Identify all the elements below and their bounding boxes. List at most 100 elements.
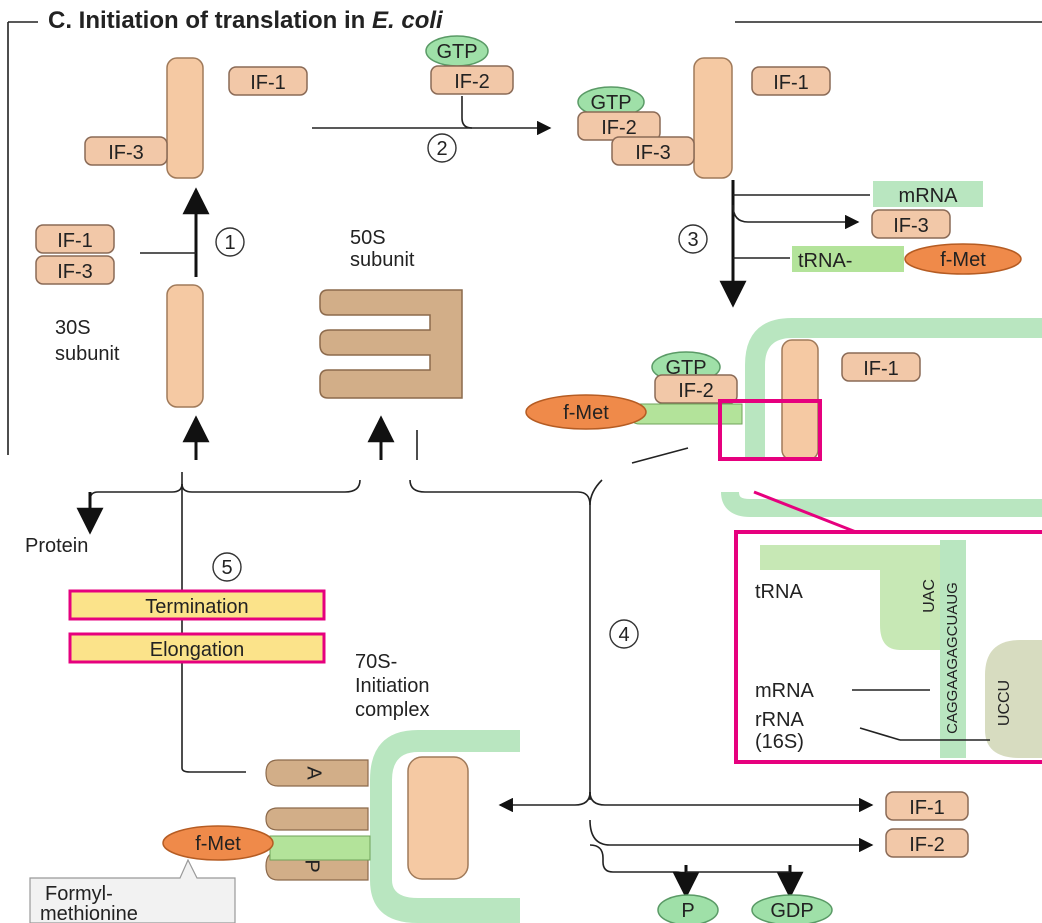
- elongation-label: Elongation: [150, 639, 245, 661]
- arrow-if1-release: [589, 791, 874, 813]
- step3-circle: [678, 224, 708, 254]
- mrna-box: [873, 181, 983, 207]
- if3-release-arrow: [732, 204, 860, 230]
- inset-anticodon: UAC: [921, 579, 938, 613]
- subunit50-line2: subunit: [350, 249, 415, 271]
- if2-box-mid: [654, 374, 738, 404]
- formyl-line1: Formyl-: [45, 883, 113, 905]
- step4-circle: [609, 619, 639, 649]
- if1-box-release: [885, 791, 969, 821]
- inset-rrna-seq: UCCU: [996, 680, 1013, 726]
- protein-path: [89, 483, 183, 532]
- subunit-30s: [166, 284, 204, 408]
- if1-box-left: [35, 224, 115, 254]
- step5-circle: [212, 552, 242, 582]
- gtp-label-top: GTP: [436, 41, 477, 63]
- complex70-line3: complex: [355, 699, 429, 721]
- subunit-50s-green-mid: [745, 318, 1042, 460]
- complex70-line1: 70S-: [355, 651, 397, 673]
- inset-rrna-label-2: (16S): [755, 731, 804, 753]
- if3-label-right: IF-3: [635, 142, 671, 164]
- inset-mrna-seq: CAGGAAGAGCUAUG: [944, 582, 961, 734]
- formyl-callout: [29, 858, 236, 923]
- gtp-label-right: GTP: [590, 92, 631, 114]
- termination-label: Termination: [145, 596, 248, 618]
- a-site-label: A: [303, 766, 325, 780]
- top-return-right-hook: [589, 479, 603, 506]
- step2-branch: [461, 96, 473, 129]
- if3-box-release: [871, 209, 951, 239]
- step1-circle: [215, 227, 245, 257]
- if1-box-mid: [841, 352, 921, 382]
- gtp-label-mid: GTP: [665, 357, 706, 379]
- subunit-30s-top: [166, 57, 204, 179]
- elongation-box: [68, 632, 326, 664]
- if3-box-top: [84, 136, 168, 166]
- inset-rrna: [985, 640, 1042, 758]
- if1-label-right: IF-1: [773, 72, 809, 94]
- gdp-ellipse: [751, 894, 833, 923]
- subunit50-line1: 50S: [350, 227, 386, 249]
- if2-label-mid: IF-2: [678, 380, 714, 402]
- fmet-ellipse-bottom: [162, 825, 274, 861]
- fmet-label-bottom: f-Met: [195, 833, 241, 855]
- top-return-right: [409, 479, 591, 506]
- step2-circle: [427, 133, 457, 163]
- if1-label-mid: IF-1: [863, 358, 899, 380]
- p-path: [589, 844, 687, 895]
- if1-label-left: IF-1: [57, 230, 93, 252]
- subunit-50s-green-bottom: [370, 730, 520, 923]
- a-site: [265, 759, 369, 787]
- figure-title: C. Initiation of translation in E. coli: [48, 7, 444, 34]
- subunit-50s: [319, 289, 463, 399]
- subunit30-line2: subunit: [55, 343, 120, 365]
- gdp-label: GDP: [770, 900, 813, 922]
- fmet-ellipse-top: [904, 243, 1022, 275]
- termination-box: [68, 589, 326, 621]
- inset-green-top: [721, 491, 1042, 517]
- fmet-label-mid: f-Met: [563, 402, 609, 424]
- step5-number: 5: [221, 557, 232, 579]
- if2-box-release: [885, 828, 969, 858]
- inset-trna-label: tRNA: [755, 581, 803, 603]
- inset-connector: [753, 490, 857, 534]
- p-site-label: P: [301, 859, 323, 872]
- inset-mrna: [940, 540, 966, 758]
- if2-label-right: IF-2: [601, 117, 637, 139]
- zoom-highlight-box: [718, 399, 822, 461]
- if1-box-right: [751, 66, 831, 96]
- if1-box-top: [228, 66, 308, 96]
- p-ellipse: [657, 894, 719, 923]
- fmet-ellipse-mid: [525, 394, 647, 430]
- trna-box: [792, 246, 904, 272]
- arrow-to-70s: [498, 791, 591, 813]
- trna-label-top: tRNA-: [798, 250, 852, 272]
- if2-label-release: IF-2: [909, 834, 945, 856]
- trna-bottom: [269, 835, 371, 861]
- step3-number: 3: [687, 229, 698, 251]
- if3-box-left: [35, 255, 115, 285]
- inset-trna: [760, 545, 940, 650]
- top-return-left: [181, 479, 361, 493]
- mrna-label-top: mRNA: [899, 185, 959, 207]
- if1-label-top: IF-1: [250, 72, 286, 94]
- if2-box-top: [430, 65, 514, 95]
- inset-rrna-label-1: rRNA: [755, 709, 805, 731]
- if3-label-release: IF-3: [893, 215, 929, 237]
- formyl-line2: methionine: [40, 903, 138, 923]
- complex70-line2: Initiation: [355, 675, 430, 697]
- inset-mrna-label: mRNA: [755, 680, 815, 702]
- if3-label-left: IF-3: [57, 261, 93, 283]
- if3-box-right: [611, 136, 695, 166]
- middle-site: [265, 807, 369, 831]
- pointer-line-mid: [631, 447, 689, 464]
- arrow-if2-release: [589, 819, 874, 853]
- step1-number: 1: [224, 232, 235, 254]
- p-label: P: [681, 900, 694, 922]
- protein-label: Protein: [25, 535, 88, 557]
- subunit30-line1: 30S: [55, 317, 91, 339]
- if2-label-top: IF-2: [454, 71, 490, 93]
- if1-label-release: IF-1: [909, 797, 945, 819]
